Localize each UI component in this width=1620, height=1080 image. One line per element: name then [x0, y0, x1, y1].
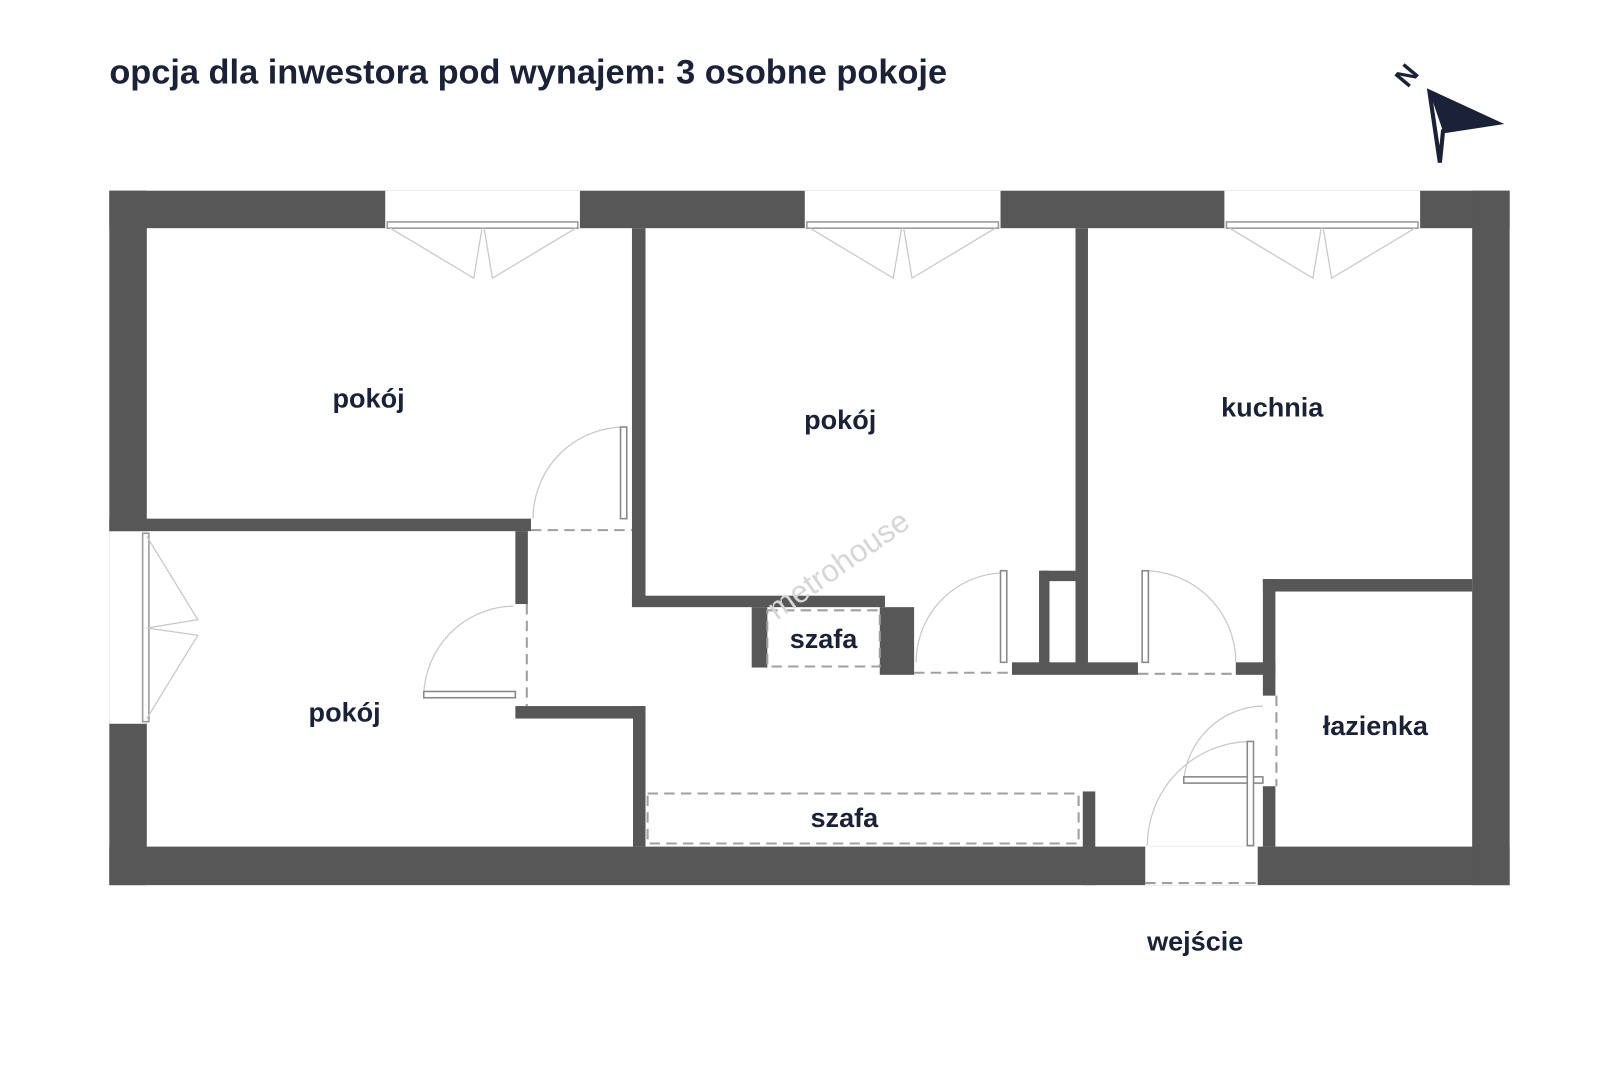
- entrance-label: wejście: [1146, 927, 1243, 957]
- wardrobe-small-label: szafa: [790, 624, 859, 654]
- plan-title: opcja dla inwestora pod wynajem: 3 osobn…: [109, 53, 947, 91]
- windows: [109, 190, 1421, 886]
- interior-walls: [109, 228, 1473, 886]
- wardrobe-large: [646, 792, 1080, 845]
- compass-label: N: [1389, 58, 1425, 92]
- wardrobe-small: [766, 609, 881, 668]
- outer-walls: [109, 190, 1510, 886]
- room-label-bathroom: łazienka: [1323, 711, 1429, 741]
- room-label-kitchen: kuchnia: [1221, 393, 1324, 423]
- wardrobe-large-label: szafa: [811, 803, 880, 833]
- room-label-bottom-left: pokój: [309, 698, 381, 728]
- room-label-top-left: pokój: [332, 383, 404, 413]
- doors: [422, 426, 1278, 847]
- room-label-top-middle: pokój: [804, 405, 876, 435]
- north-arrow-icon: N: [1389, 58, 1505, 163]
